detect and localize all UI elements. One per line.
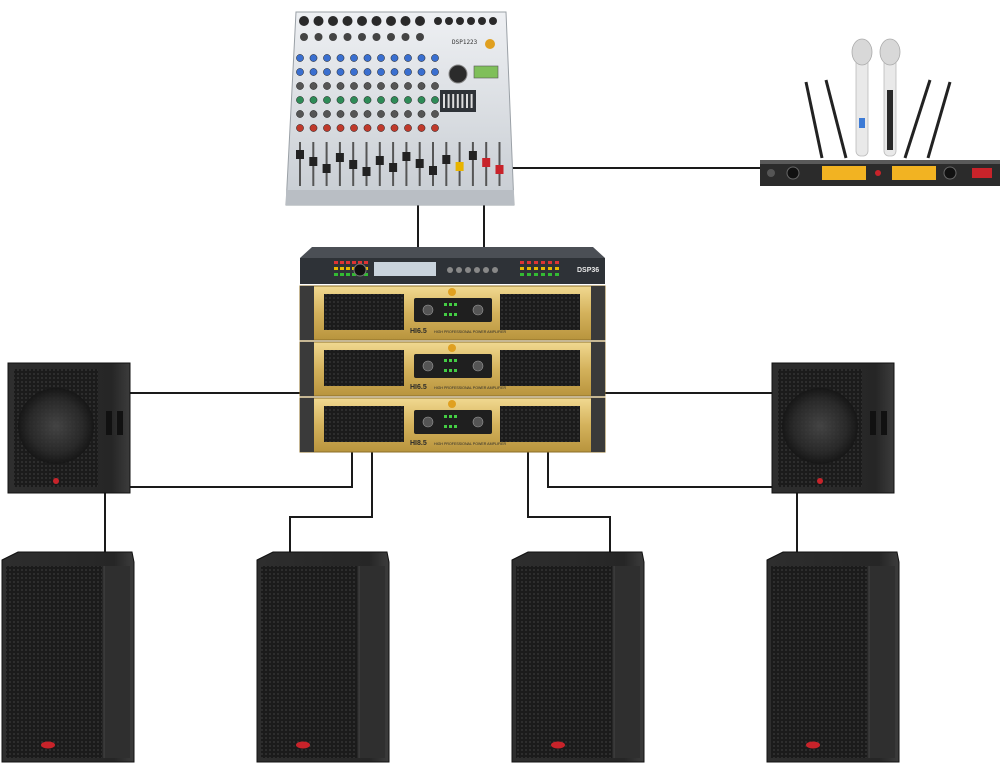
amplifier-subtitle-label: HIGH PROFESSIONAL POWER AMPLIFIER [434, 386, 507, 390]
wire-amp-speaker-3 [527, 452, 611, 552]
brand-logo-icon [448, 400, 456, 408]
amplifier-model-label: HI8.5 [410, 440, 427, 447]
amplifier-image: HI8.5 HIGH PROFESSIONAL POWER AMPLIFIER [299, 397, 606, 453]
brand-logo-icon [296, 741, 310, 749]
amplifier-image: HI6.5 HIGH PROFESSIONAL POWER AMPLIFIER [299, 341, 606, 397]
wire-amp-speaker-1 [104, 452, 353, 552]
brand-logo-icon [448, 288, 456, 296]
brand-logo-icon [53, 478, 59, 484]
brand-logo-icon [806, 741, 820, 749]
brand-logo-icon [448, 344, 456, 352]
brand-logo-icon [41, 741, 55, 749]
mixer-image: DSP1223 [285, 11, 515, 206]
amplifier-image: HI6.5 HIGH PROFESSIONAL POWER AMPLIFIER [299, 285, 606, 341]
wire-amp-speaker-2 [289, 452, 373, 552]
amplifier-model-label: HI6.5 [410, 384, 427, 391]
microphone-image [879, 38, 901, 157]
loudspeaker-image [256, 551, 390, 763]
brand-logo-icon [551, 741, 565, 749]
amplifier-subtitle-label: HIGH PROFESSIONAL POWER AMPLIFIER [434, 442, 507, 446]
wireless-receiver-image [760, 38, 1000, 186]
subwoofer-image [771, 362, 895, 494]
subwoofer-image [7, 362, 131, 494]
amplifier-model-label: HI6.5 [410, 328, 427, 335]
microphone-image [851, 38, 873, 157]
loudspeaker-image [766, 551, 900, 763]
mixer-model-label: DSP1223 [452, 39, 478, 46]
loudspeaker-image [511, 551, 645, 763]
processor-image: DSP36 [300, 247, 605, 284]
loudspeaker-image [1, 551, 135, 763]
processor-model-label: DSP36 [577, 267, 599, 274]
brand-logo-icon [485, 39, 495, 49]
amplifier-subtitle-label: HIGH PROFESSIONAL POWER AMPLIFIER [434, 330, 507, 334]
brand-logo-icon [817, 478, 823, 484]
wire-amp-speaker-4 [547, 452, 798, 552]
connection-wires [104, 167, 798, 552]
